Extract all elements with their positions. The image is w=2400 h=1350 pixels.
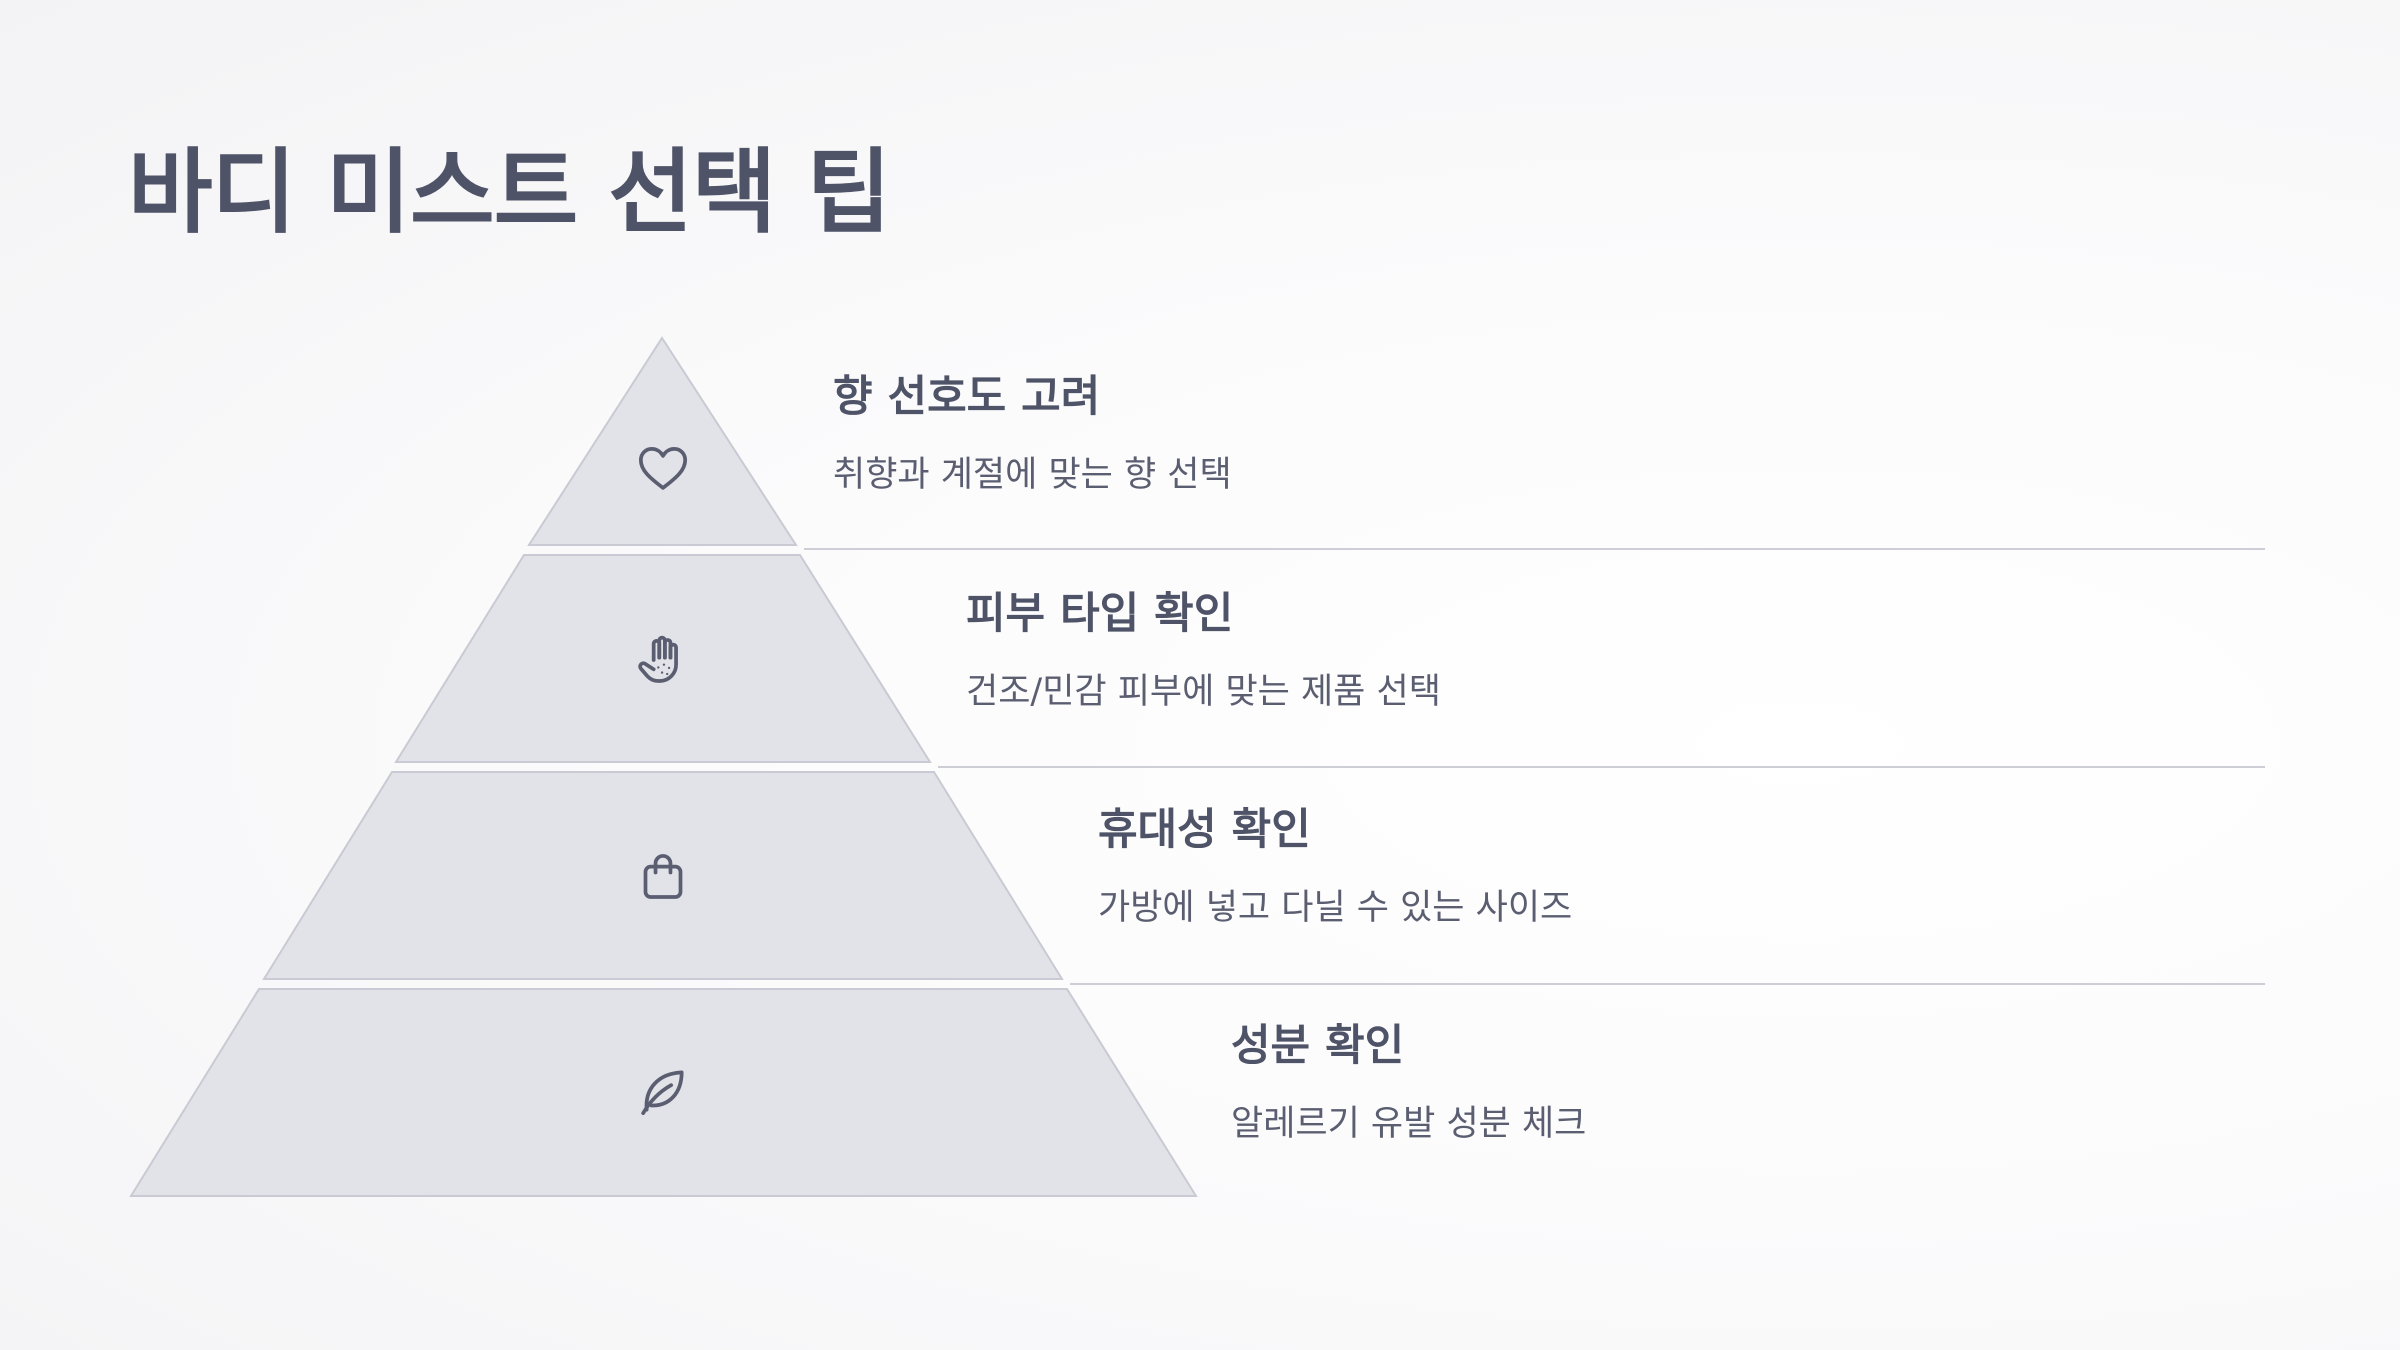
step-description: 건조/민감 피부에 맞는 제품 선택 <box>966 671 1441 712</box>
step-description: 알레르기 유발 성분 체크 <box>1231 1103 1587 1144</box>
step-3: 휴대성 확인 가방에 넣고 다닐 수 있는 사이즈 <box>1098 805 1572 929</box>
hand-icon <box>635 632 691 688</box>
step-title: 피부 타입 확인 <box>966 589 1234 639</box>
step-title: 휴대성 확인 <box>1098 805 1311 855</box>
step-title: 성분 확인 <box>1231 1021 1405 1071</box>
step-title: 향 선호도 고려 <box>833 372 1101 422</box>
step-4: 성분 확인 알레르기 유발 성분 체크 <box>1231 1021 1586 1145</box>
page-title: 바디 미스트 선택 팁 <box>128 139 891 246</box>
step-description: 가방에 넣고 다닐 수 있는 사이즈 <box>1098 887 1573 928</box>
pyramid-tier-4 <box>129 988 1198 1197</box>
heart-icon <box>635 440 691 496</box>
pyramid-tier-1 <box>527 336 798 546</box>
step-description: 취향과 계절에 맞는 향 선택 <box>833 454 1232 495</box>
step-2: 피부 타입 확인 건조/민감 피부에 맞는 제품 선택 <box>966 589 1441 713</box>
leaf-icon <box>635 1063 691 1119</box>
pyramid-tier-3 <box>262 771 1064 980</box>
shopping-bag-icon <box>635 848 691 904</box>
pyramid-tier-2 <box>394 554 932 763</box>
step-1: 향 선호도 고려 취향과 계절에 맞는 향 선택 <box>833 372 1232 496</box>
